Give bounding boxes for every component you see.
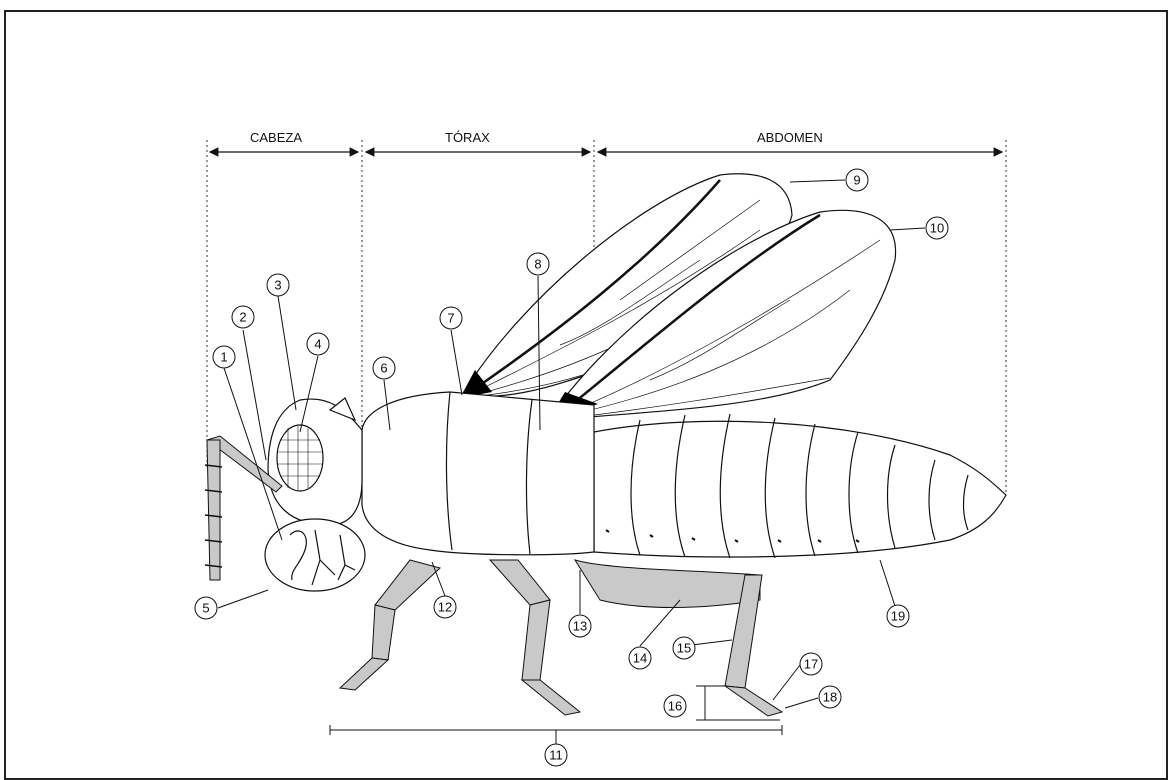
region-label-abdomen: ABDOMEN	[757, 130, 823, 145]
region-label-head: CABEZA	[250, 130, 302, 145]
head	[268, 398, 362, 525]
thorax	[362, 392, 594, 555]
callout-18: 18	[823, 690, 837, 705]
callout-9: 9	[853, 173, 860, 188]
callout-19: 19	[891, 609, 905, 624]
callout-12: 12	[438, 600, 452, 615]
callout-11: 11	[549, 748, 563, 763]
callout-6: 6	[380, 361, 387, 376]
region-label-thorax: TÓRAX	[445, 130, 490, 145]
legs	[340, 560, 782, 716]
mouthparts-inset	[265, 519, 365, 591]
callout-3: 3	[274, 278, 281, 293]
callout-7: 7	[447, 311, 454, 326]
abdomen	[594, 414, 1006, 558]
callout-5: 5	[202, 601, 209, 616]
callout-4: 4	[314, 337, 321, 352]
callout-13: 13	[573, 619, 587, 634]
callout-16: 16	[668, 699, 682, 714]
callout-10: 10	[930, 221, 944, 236]
callout-17: 17	[804, 657, 818, 672]
callout-8: 8	[534, 257, 541, 272]
callout-15: 15	[677, 641, 691, 656]
callout-1: 1	[220, 350, 227, 365]
callout-14: 14	[633, 651, 647, 666]
callout-2: 2	[239, 310, 246, 325]
